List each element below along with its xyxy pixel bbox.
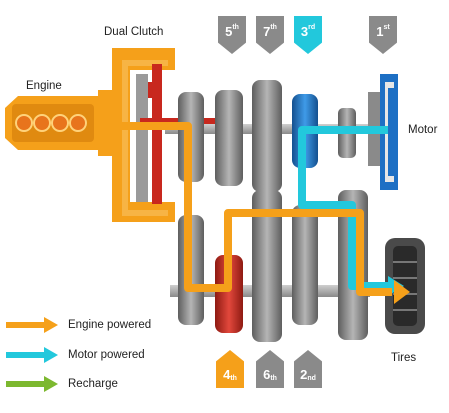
gear-number: 2	[300, 367, 308, 382]
legend-item: Motor powered	[6, 346, 145, 364]
gear-suffix: th	[270, 24, 277, 31]
gear-number: 6	[263, 367, 271, 382]
legend-item: Engine powered	[6, 316, 151, 334]
legend-label: Motor powered	[68, 349, 145, 361]
gear-number: 4	[223, 367, 231, 382]
upper-gears	[178, 80, 356, 192]
gear-number: 7	[263, 24, 271, 39]
dual-clutch-label: Dual Clutch	[104, 26, 164, 38]
legend-item: Recharge	[6, 375, 118, 393]
gear-suffix: st	[383, 24, 390, 31]
tires-label: Tires	[391, 352, 417, 364]
gear-number: 3	[300, 24, 309, 39]
motor-label: Motor	[408, 124, 438, 136]
legend-label: Recharge	[68, 378, 118, 390]
gear-number: 5	[225, 24, 233, 39]
gear-suffix: th	[232, 24, 239, 31]
gear-number: 1	[376, 24, 384, 39]
tire	[385, 238, 425, 334]
gear-suffix: th	[270, 375, 277, 382]
legend-label: Engine powered	[68, 319, 152, 331]
gear-suffix: nd	[307, 375, 316, 382]
engine-power-path	[94, 122, 410, 304]
engine-block	[5, 96, 98, 150]
gear-suffix: th	[230, 375, 237, 382]
legend-arrow-icon	[6, 317, 58, 333]
engine-label: Engine	[26, 80, 62, 92]
gear-suffix: rd	[308, 24, 316, 31]
legend-arrow-icon	[6, 376, 58, 392]
legend-arrow-icon	[6, 347, 58, 363]
